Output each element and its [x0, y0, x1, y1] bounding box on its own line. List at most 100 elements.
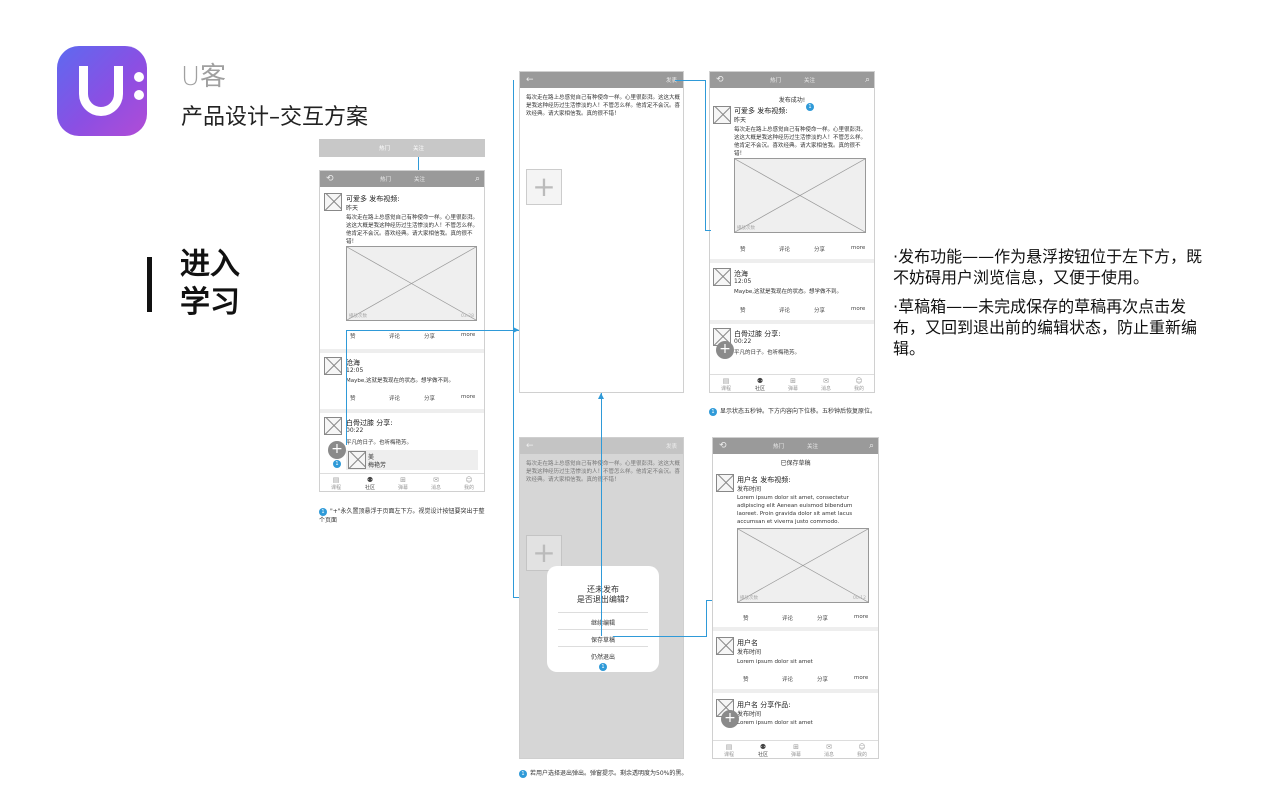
search-icon[interactable]: ⌕ — [864, 75, 870, 85]
logo-dot — [134, 90, 144, 100]
nav-message[interactable]: ✉消息 — [422, 476, 450, 491]
like-button[interactable]: 赞 — [743, 616, 749, 622]
comment-button[interactable]: 评论 — [779, 247, 791, 253]
feed-post[interactable]: 用户名 发布视频: 发布时间 Lorem ipsum dolor sit ame… — [713, 474, 878, 624]
publish-fab-button[interactable]: + — [716, 341, 734, 359]
toast-publish-success: 发布成功! — [778, 97, 806, 104]
send-button[interactable]: 发表 — [665, 444, 677, 450]
refresh-icon[interactable]: ⟲ — [326, 174, 334, 184]
tab-hot[interactable]: 热门 — [770, 78, 782, 84]
feed-post[interactable]: 白骨过膝 分享: 00:22 平凡的日子。也听梅艳芳。 — [710, 326, 874, 374]
avatar[interactable] — [716, 637, 734, 655]
share-button[interactable]: 分享 — [424, 396, 436, 402]
search-icon[interactable]: ⌕ — [474, 174, 480, 184]
comment-button[interactable]: 评论 — [782, 677, 794, 683]
editor-text[interactable]: 每次走在路上总感觉自己有种使命一样。心里很彭湃。这这大概是我这种经历过生活惨淡的… — [526, 95, 681, 117]
share-button[interactable]: 分享 — [817, 616, 829, 622]
nav-community[interactable]: ⚉社区 — [356, 476, 384, 491]
avatar[interactable] — [716, 474, 734, 492]
like-button[interactable]: 赞 — [743, 677, 749, 683]
feed-post[interactable]: 可爱多 发布视频: 昨天 每次走在路上总感觉自己有种使命一样。心里很彭湃。这这大… — [320, 191, 484, 351]
exit-dialog: 还未发布 是否退出编辑? 继续编辑 保存草稿 仍然退出 1 — [547, 566, 659, 672]
comment-button[interactable]: 评论 — [779, 308, 791, 314]
refresh-icon[interactable]: ⟲ — [716, 75, 724, 85]
exit-anyway-button[interactable]: 仍然退出 — [590, 654, 615, 661]
feed-post[interactable]: 白骨过膝 分享: 00:22 平凡的日子。也听梅艳芳。 美 梅艳芳 — [320, 415, 484, 475]
nav-mine[interactable]: ☺我的 — [845, 377, 873, 392]
search-icon[interactable]: ⌕ — [868, 441, 874, 451]
nav-message[interactable]: ✉消息 — [815, 743, 843, 758]
feed-post[interactable]: 沧海 12:05 Maybe,这就是我现在的状态。想学做不到。 赞 评论 分享 … — [320, 355, 484, 410]
video-thumbnail[interactable]: 播放次数 03:28 — [346, 246, 477, 321]
more-button[interactable]: more — [851, 245, 866, 251]
nav-community[interactable]: ⚉社区 — [749, 743, 777, 758]
nav-course[interactable]: ▤课程 — [715, 743, 743, 758]
tab-follow[interactable]: 关注 — [807, 444, 819, 450]
post-author: 沧海 — [734, 270, 748, 278]
tab-hot[interactable]: 热门 — [773, 444, 785, 450]
share-subtitle: 梅艳芳 — [368, 462, 387, 469]
like-button[interactable]: 赞 — [350, 334, 356, 340]
user-icon: ☺ — [465, 476, 473, 484]
more-button[interactable]: more — [461, 394, 476, 400]
more-button[interactable]: more — [461, 332, 476, 338]
avatar[interactable] — [713, 268, 731, 286]
post-author: 沧海 — [346, 359, 360, 367]
tab-follow[interactable]: 关注 — [414, 177, 426, 183]
more-button[interactable]: more — [854, 675, 869, 681]
nav-publish[interactable]: ⊞弹幕 — [782, 743, 810, 758]
back-arrow-icon[interactable]: ← — [526, 75, 534, 85]
more-button[interactable]: more — [851, 306, 866, 312]
comment-button[interactable]: 评论 — [389, 396, 401, 402]
comment-button[interactable]: 评论 — [782, 616, 794, 622]
share-button[interactable]: 分享 — [814, 308, 826, 314]
video-duration: 03:28 — [461, 314, 474, 319]
bottom-nav: ▤课程 ⚉社区 ⊞弹幕 ✉消息 ☺我的 — [713, 740, 878, 758]
like-button[interactable]: 赞 — [740, 247, 746, 253]
back-arrow-icon[interactable]: ← — [526, 441, 534, 451]
video-thumbnail[interactable]: 播放次数 — [734, 158, 866, 233]
like-button[interactable]: 赞 — [740, 308, 746, 314]
phone-published-screen: ⟲ 热门 关注 ⌕ 发布成功! 1 可爱多 发布视频: 昨天 每次走在路上总感觉… — [709, 71, 875, 393]
nav-mine[interactable]: ☺我的 — [455, 476, 483, 491]
toast-draft-saved: 已保存草稿 — [780, 460, 811, 467]
nav-mine[interactable]: ☺我的 — [848, 743, 876, 758]
share-button[interactable]: 分享 — [424, 334, 436, 340]
publish-fab-button[interactable]: + — [721, 710, 739, 728]
avatar[interactable] — [324, 357, 342, 375]
share-button[interactable]: 分享 — [814, 247, 826, 253]
feed-post[interactable]: 沧海 12:05 Maybe,这就是我现在的状态。想学做不到。 赞 评论 分享 … — [710, 266, 874, 321]
tab-follow[interactable]: 关注 — [413, 146, 425, 152]
send-button[interactable]: 发表 — [665, 78, 677, 84]
shared-music-card[interactable]: 美 梅艳芳 — [346, 450, 478, 470]
nav-community[interactable]: ⚉社区 — [746, 377, 774, 392]
like-button[interactable]: 赞 — [350, 396, 356, 402]
avatar[interactable] — [324, 193, 342, 211]
tab-follow[interactable]: 关注 — [804, 78, 816, 84]
section-marker — [147, 257, 152, 312]
nav-course[interactable]: ▤课程 — [712, 377, 740, 392]
add-media-button[interactable]: + — [526, 169, 562, 205]
nav-course[interactable]: ▤课程 — [322, 476, 350, 491]
save-draft-button[interactable]: 保存草稿 — [590, 637, 615, 644]
feed-post[interactable]: 可爱多 发布视频: 昨天 每次走在路上总感觉自己有种使命一样。心里很彭湃。这这大… — [710, 106, 874, 256]
tab-hot[interactable]: 热门 — [380, 177, 392, 183]
tab-preview-bar: 热门 关注 — [319, 139, 485, 157]
add-media-button: + — [526, 535, 562, 571]
continue-edit-button[interactable]: 继续编辑 — [590, 620, 615, 627]
share-button[interactable]: 分享 — [817, 677, 829, 683]
avatar[interactable] — [713, 106, 731, 124]
tab-hot[interactable]: 热门 — [379, 146, 391, 152]
more-button[interactable]: more — [854, 614, 869, 620]
refresh-icon[interactable]: ⟲ — [719, 441, 727, 451]
nav-publish[interactable]: ⊞弹幕 — [389, 476, 417, 491]
nav-message[interactable]: ✉消息 — [812, 377, 840, 392]
video-thumbnail[interactable]: 播放次数 00:12 — [737, 528, 869, 603]
avatar[interactable] — [324, 417, 342, 435]
post-text: Maybe,这就是我现在的状态。想学做不到。 — [734, 289, 842, 295]
publish-fab-button[interactable]: + — [328, 441, 346, 459]
feed-post[interactable]: 用户名 发布时间 Lorem ipsum dolor sit amet 赞 评论… — [713, 635, 878, 690]
nav-publish[interactable]: ⊞弹幕 — [779, 377, 807, 392]
comment-button[interactable]: 评论 — [389, 334, 401, 340]
